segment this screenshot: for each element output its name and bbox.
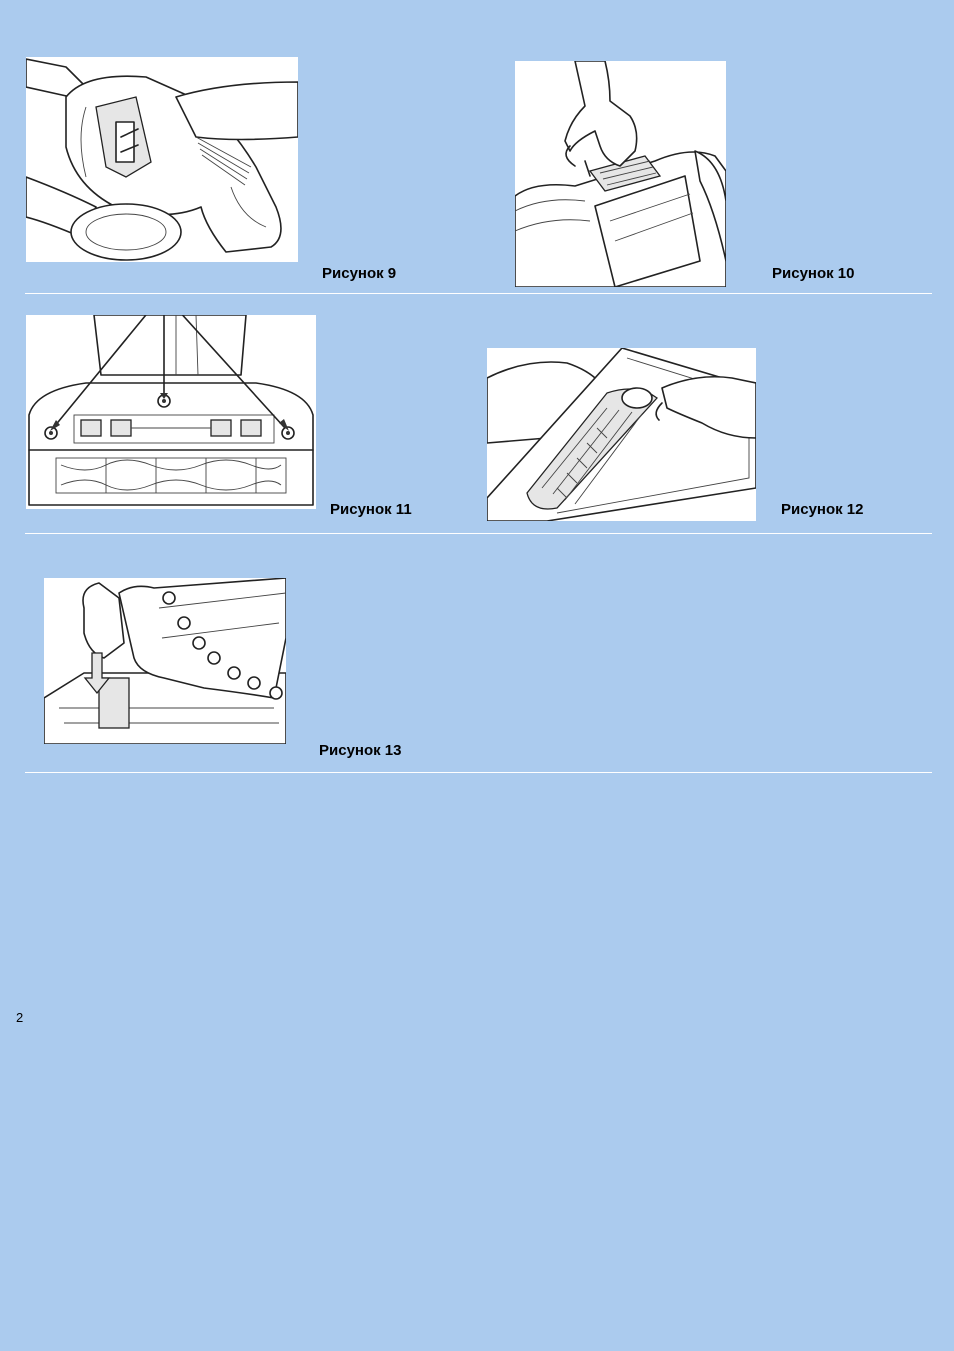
filter-removal-drawing bbox=[26, 57, 298, 262]
figure-12-caption: Рисунок 12 bbox=[781, 501, 864, 518]
section-divider bbox=[25, 533, 932, 534]
brush-head-screws-drawing bbox=[26, 315, 316, 509]
brushroll-removal-drawing bbox=[487, 348, 756, 521]
figure-13-caption: Рисунок 13 bbox=[319, 742, 402, 759]
figure-11-caption: Рисунок 11 bbox=[330, 501, 412, 518]
figure-10-illustration bbox=[515, 61, 726, 287]
figure-13-illustration bbox=[44, 578, 286, 744]
figure-9-caption: Рисунок 9 bbox=[322, 265, 396, 282]
section-divider bbox=[25, 293, 932, 294]
cover-latch-drawing bbox=[515, 61, 726, 287]
figure-11-illustration bbox=[26, 315, 316, 509]
figure-9-illustration bbox=[26, 57, 298, 262]
figure-10-caption: Рисунок 10 bbox=[772, 265, 855, 282]
section-divider bbox=[25, 772, 932, 773]
brushroll-install-drawing bbox=[44, 578, 286, 744]
figure-12-illustration bbox=[487, 348, 756, 521]
stray-mark: 2 bbox=[16, 1010, 23, 1025]
